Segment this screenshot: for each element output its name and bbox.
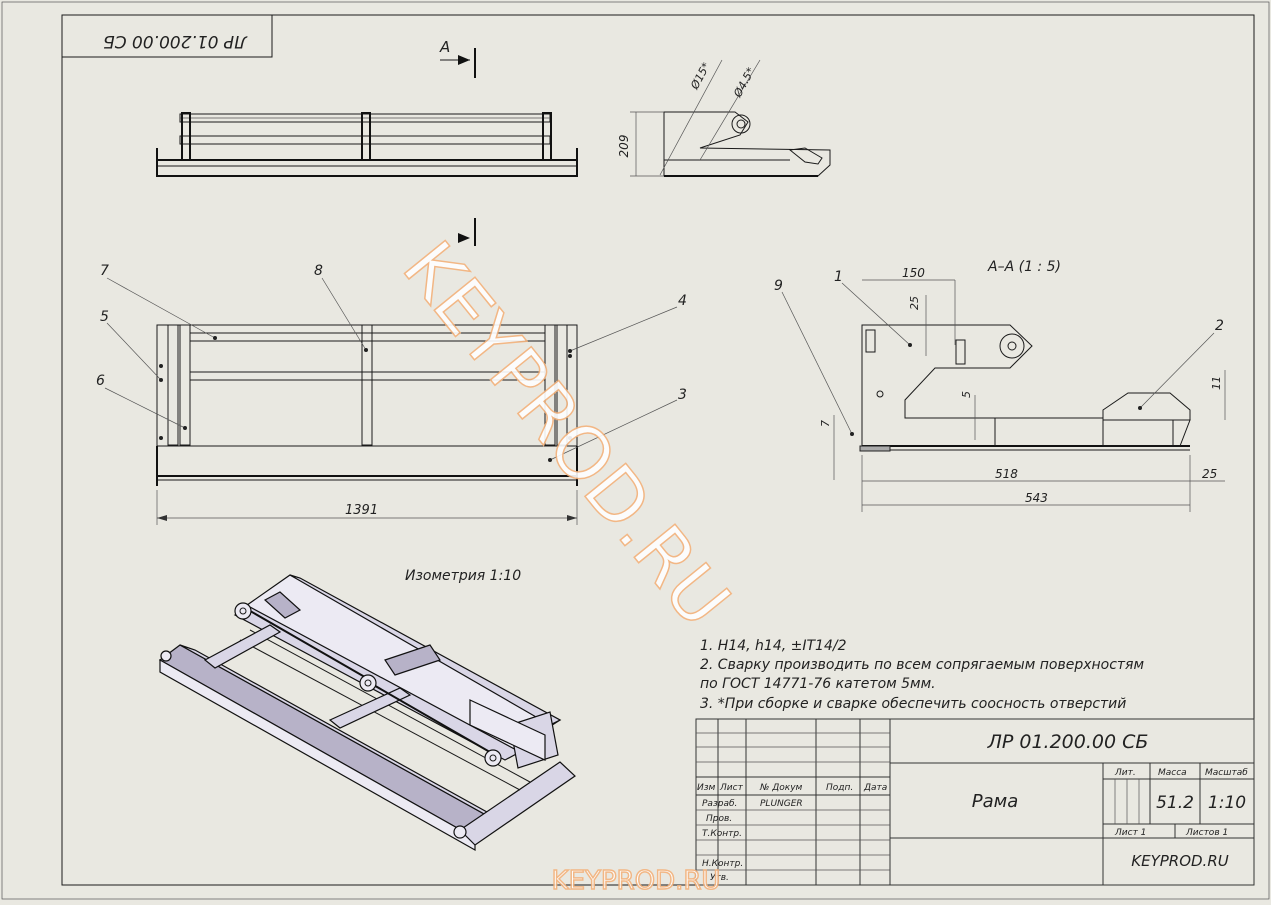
- role-tkontr: Т.Контр.: [702, 829, 742, 839]
- title-block-text: Изм Лист № Докум Подп. Дата Разраб. PLUN…: [697, 731, 1248, 883]
- dim-7: 7: [819, 420, 832, 427]
- callout-1: 1: [834, 269, 843, 285]
- note-2: 2. Сварку производить по всем сопрягаемы…: [700, 657, 1144, 673]
- hdr-list: Лист: [719, 783, 744, 793]
- dim-25-right: 25: [1202, 467, 1217, 481]
- sheets-total: Листов 1: [1185, 828, 1228, 838]
- hdr-date: Дата: [863, 783, 887, 793]
- isometric-view: [158, 574, 576, 852]
- designation-stamp-rotated: ЛР 01.200.00 СБ: [61, 14, 273, 58]
- dim-150: 150: [902, 266, 925, 280]
- dim-11: 11: [1210, 376, 1223, 390]
- side-view: 209 Ø15* Ø4.5*: [617, 59, 831, 177]
- role-razrab: Разраб.: [702, 799, 737, 809]
- callout-7: 7: [100, 263, 109, 279]
- col-lit: Лит.: [1114, 768, 1136, 778]
- hdr-izm: Изм: [697, 783, 716, 793]
- plan-callouts: 7 8 5 6 4 3: [96, 263, 687, 462]
- isometric-label: Изометрия 1:10: [405, 568, 521, 584]
- section-arrow-a-bottom: [458, 218, 476, 246]
- dim-5: 5: [960, 391, 973, 398]
- sheet-number: Лист 1: [1114, 828, 1146, 838]
- role-utv: Утв.: [710, 873, 729, 883]
- col-mass: Масса: [1158, 768, 1187, 778]
- role-prov: Пров.: [706, 814, 732, 824]
- col-scale: Масштаб: [1205, 768, 1248, 778]
- organization: KEYPROD.RU: [1131, 852, 1228, 870]
- note-1: 1. H14, h14, ±IT14/2: [700, 638, 847, 654]
- dim-543: 543: [1025, 491, 1048, 505]
- section-label: А–А (1 : 5): [987, 259, 1061, 275]
- note-3: 3. *При сборке и сварке обеспечить соосн…: [700, 696, 1126, 712]
- section-letter-top: A: [439, 38, 450, 56]
- part-name: Рама: [972, 791, 1019, 812]
- callout-6: 6: [96, 373, 105, 389]
- dim-518: 518: [995, 467, 1018, 481]
- drawing-frame: [61, 14, 1255, 886]
- watermark-bottom: KEYPROD.RU: [552, 866, 721, 896]
- dim-dia-15: Ø15*: [688, 60, 713, 92]
- mass-value: 51.2: [1156, 793, 1194, 813]
- section-arrow-a-top: A: [439, 38, 476, 78]
- designation: ЛР 01.200.00 СБ: [987, 731, 1149, 753]
- callout-3: 3: [678, 387, 687, 403]
- rotated-designation-text: ЛР 01.200.00 СБ: [103, 31, 248, 51]
- section-callouts: 1 9 2: [774, 269, 1224, 436]
- top-view: [156, 112, 578, 177]
- title-block: [695, 718, 1255, 886]
- callout-8: 8: [314, 263, 323, 279]
- hdr-doc: № Докум: [759, 783, 803, 793]
- callout-5: 5: [100, 309, 109, 325]
- dim-1391: 1391: [345, 503, 378, 518]
- scale-value: 1:10: [1208, 793, 1246, 813]
- note-2-cont: по ГОСТ 14771-76 катетом 5мм.: [700, 676, 936, 692]
- name-razrab: PLUNGER: [760, 799, 803, 809]
- technical-notes: 1. H14, h14, ±IT14/2 2. Сварку производи…: [700, 638, 1144, 712]
- dim-25-top: 25: [908, 296, 921, 310]
- callout-9: 9: [774, 278, 783, 294]
- section-aa: 150 25 5 7 11 518 543 25: [819, 266, 1226, 512]
- plan-view: 1391: [156, 324, 578, 525]
- callout-4: 4: [678, 293, 687, 309]
- hdr-sign: Подп.: [826, 783, 853, 793]
- dim-209: 209: [617, 135, 631, 158]
- dim-dia-4-5: Ø4.5*: [731, 65, 758, 100]
- callout-2: 2: [1215, 318, 1224, 334]
- role-nkontr: Н.Контр.: [702, 859, 743, 869]
